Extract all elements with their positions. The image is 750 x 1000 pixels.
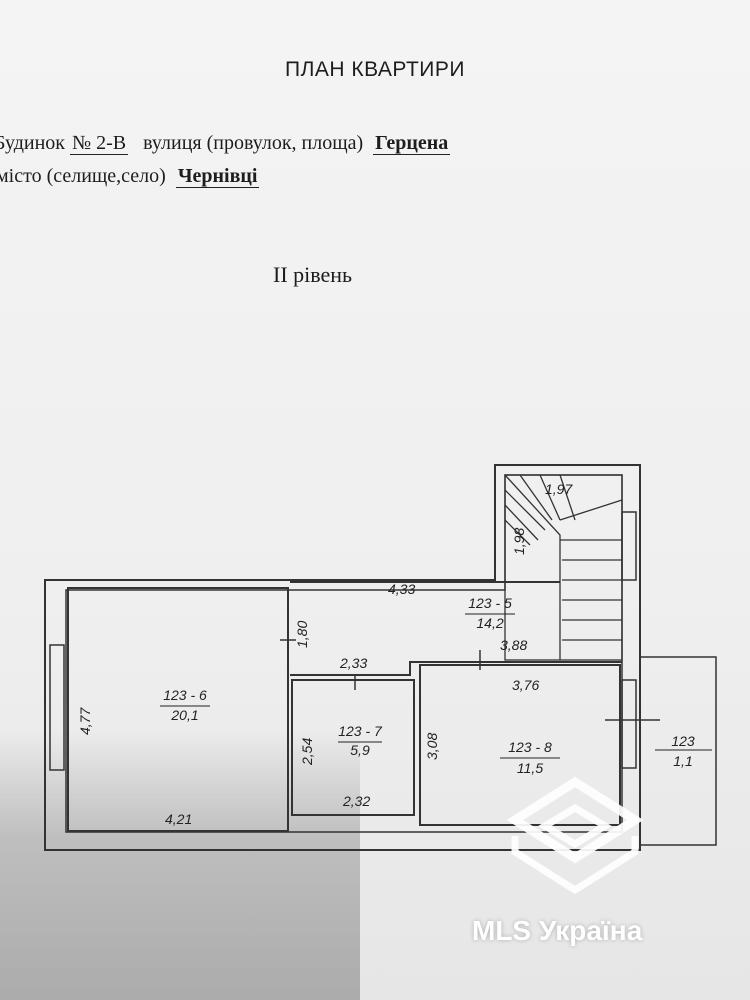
room-7-id: 123 - 7 — [338, 723, 383, 739]
house-number: № 2-В — [70, 132, 129, 155]
mls-watermark-text: MLS Україна — [472, 915, 643, 946]
dim-hall-height: 1,80 — [294, 621, 310, 648]
staircase — [504, 474, 623, 661]
room-5-outline — [290, 581, 622, 676]
house-label: Будинок — [0, 132, 66, 154]
room-8-id: 123 - 8 — [508, 739, 552, 755]
dim-stair-width: 1,97 — [545, 481, 573, 497]
address-line-1: Будинок № 2-В вулиця (провулок, площа) Г… — [0, 132, 451, 155]
room-6-area: 20,1 — [170, 707, 198, 723]
room-6-outline — [67, 587, 289, 832]
mls-logo-icon — [506, 776, 644, 895]
dim-room7-height: 2,54 — [299, 738, 315, 766]
dim-hall-width-2: 3,88 — [500, 637, 527, 653]
door-marks — [280, 639, 660, 721]
room-5-area: 14,2 — [476, 615, 503, 631]
room-7-outline — [291, 679, 415, 816]
room-5-id: 123 - 5 — [468, 595, 512, 611]
dim-room6-height: 4,77 — [77, 707, 93, 735]
room-8-area: 11,5 — [517, 760, 543, 776]
city-label: місто (селище,село) — [0, 165, 166, 187]
address-line-2: місто (селище,село) Чернівці — [0, 165, 260, 188]
room-7-area: 5,9 — [350, 742, 370, 758]
page-title: ПЛАН КВАРТИРИ — [284, 58, 466, 81]
dim-room6-width: 4,21 — [165, 811, 192, 827]
dim-room8-height: 3,08 — [424, 733, 440, 760]
room-6-id: 123 - 6 — [163, 687, 207, 703]
level-label: ІІ рівень — [273, 262, 353, 287]
dim-room8-top: 3,76 — [512, 677, 539, 693]
balcony-outline — [639, 656, 717, 846]
dim-hall-width: 4,33 — [388, 581, 415, 597]
city-name: Чернівці — [175, 165, 260, 188]
dim-stair-height: 1,98 — [511, 528, 527, 555]
street-name: Герцена — [373, 132, 451, 155]
dim-room7-top: 2,33 — [339, 655, 367, 671]
balcony-area: 1,1 — [673, 753, 692, 769]
street-label: вулиця (провулок, площа) — [143, 132, 364, 154]
balcony-id: 123 — [671, 733, 695, 749]
dim-room7-bottom: 2,32 — [342, 793, 370, 809]
